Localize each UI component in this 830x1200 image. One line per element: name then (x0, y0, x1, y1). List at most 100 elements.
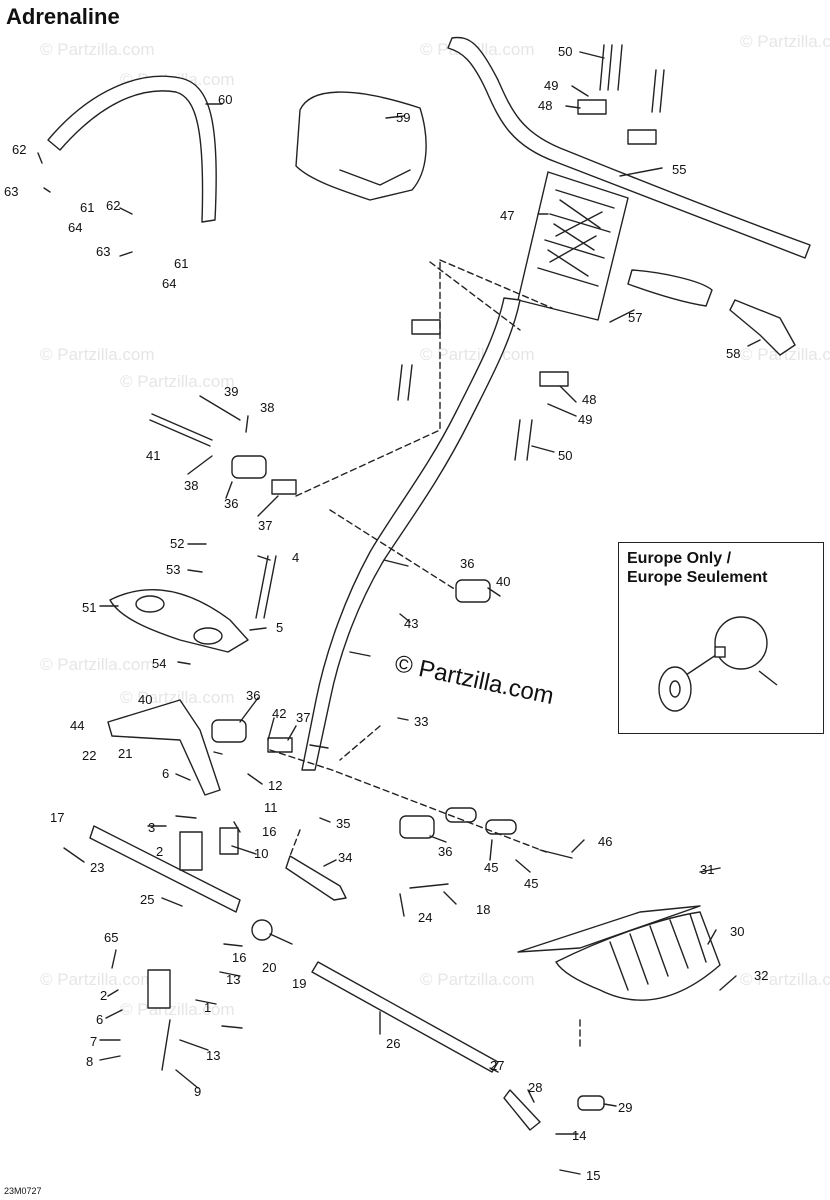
callout: 30 (730, 924, 744, 939)
callout: 64 (68, 220, 82, 235)
figure-code: 23M0727 (4, 1186, 42, 1196)
callout: 44 (70, 718, 84, 733)
watermark: © Partzilla.com (740, 970, 830, 989)
callout: 2 (100, 988, 107, 1003)
callout: 54 (152, 656, 166, 671)
watermark: © Partzilla.com (40, 40, 155, 59)
horn-drawing (658, 616, 778, 712)
callout: 46 (598, 834, 612, 849)
callout: 52 (170, 536, 184, 551)
callout: 15 (586, 1168, 600, 1183)
callout: 36 (224, 496, 238, 511)
inset-caption-line1: Europe Only / (627, 550, 732, 567)
callout: 5 (276, 620, 283, 635)
steering-column (301, 297, 521, 771)
watermark: © Partzilla.com (40, 970, 155, 989)
callout: 63 (4, 184, 18, 199)
callout: 50 (558, 44, 572, 59)
callout: 63 (96, 244, 110, 259)
watermark: © Partzilla.com (120, 688, 235, 707)
callout: 59 (396, 110, 410, 125)
callout: 53 (166, 562, 180, 577)
inset-caption: Europe Only / Europe Seulement (627, 549, 767, 587)
callout: 49 (544, 78, 558, 93)
callout: 36 (438, 844, 452, 859)
callout: 17 (50, 810, 64, 825)
callout: 28 (528, 1080, 542, 1095)
callout: 1 (204, 1000, 211, 1015)
handlebar-pad (295, 91, 427, 201)
callout: 38 (184, 478, 198, 493)
callout: 61 (174, 256, 188, 271)
callout: 6 (162, 766, 169, 781)
callout: 50 (558, 448, 572, 463)
callout: 21 (118, 746, 132, 761)
callout: 61 (80, 200, 94, 215)
callout: 8 (86, 1054, 93, 1069)
callout: 40 (496, 574, 510, 589)
callout: 40 (138, 692, 152, 707)
tie-rod (311, 961, 499, 1073)
watermark: © Partzilla.com (420, 970, 535, 989)
callout: 35 (336, 816, 350, 831)
callout: 49 (578, 412, 592, 427)
callout: 62 (106, 198, 120, 213)
callout: 4 (292, 550, 299, 565)
callout: 47 (500, 208, 514, 223)
callout: 18 (476, 902, 490, 917)
callout: 65 (104, 930, 118, 945)
callout: 14 (572, 1128, 586, 1143)
watermark: © Partzilla.com (420, 345, 535, 364)
watermark: © Partzilla.com (40, 345, 155, 364)
riser (517, 171, 629, 321)
callout: 42 (272, 706, 286, 721)
lower-bracket (107, 699, 221, 796)
callout: 51 (82, 600, 96, 615)
callout: 62 (12, 142, 26, 157)
callout: 7 (90, 1034, 97, 1049)
callout: 29 (618, 1100, 632, 1115)
page-title: Adrenaline (6, 4, 120, 29)
callout: 43 (404, 616, 418, 631)
bracket (109, 588, 249, 653)
callout: 60 (218, 92, 232, 107)
callout: 22 (82, 748, 96, 763)
callout: 39 (224, 384, 238, 399)
callout: 16 (262, 824, 276, 839)
watermark: © Partzilla.com (120, 372, 235, 391)
callout: 41 (146, 448, 160, 463)
callout: 45 (524, 876, 538, 891)
callout: 13 (226, 972, 240, 987)
watermark: © Partzilla.com (740, 32, 830, 51)
watermark: © Partzilla.com (740, 345, 830, 364)
europe-inset: Europe Only / Europe Seulement (618, 542, 824, 734)
callout: 9 (194, 1084, 201, 1099)
callout: 32 (754, 968, 768, 983)
callout: 2 (156, 844, 163, 859)
callout: 64 (162, 276, 176, 291)
callout: 26 (386, 1036, 400, 1051)
callout: 33 (414, 714, 428, 729)
callout: 20 (262, 960, 276, 975)
callout: 36 (460, 556, 474, 571)
callout: 11 (264, 800, 278, 815)
callout: 57 (628, 310, 642, 325)
callout: 36 (246, 688, 260, 703)
callout: 24 (418, 910, 432, 925)
callout: 31 (700, 862, 714, 877)
handlebar (447, 36, 811, 259)
callout: 55 (672, 162, 686, 177)
grip (627, 269, 713, 307)
callout: 10 (254, 846, 268, 861)
callout: 48 (538, 98, 552, 113)
callout: 27 (490, 1058, 504, 1073)
callout: 48 (582, 392, 596, 407)
callout: 34 (338, 850, 352, 865)
hoop (47, 75, 217, 223)
callout: 37 (296, 710, 310, 725)
callout: 37 (258, 518, 272, 533)
callout: 13 (206, 1048, 220, 1063)
steering-arm (89, 825, 241, 913)
